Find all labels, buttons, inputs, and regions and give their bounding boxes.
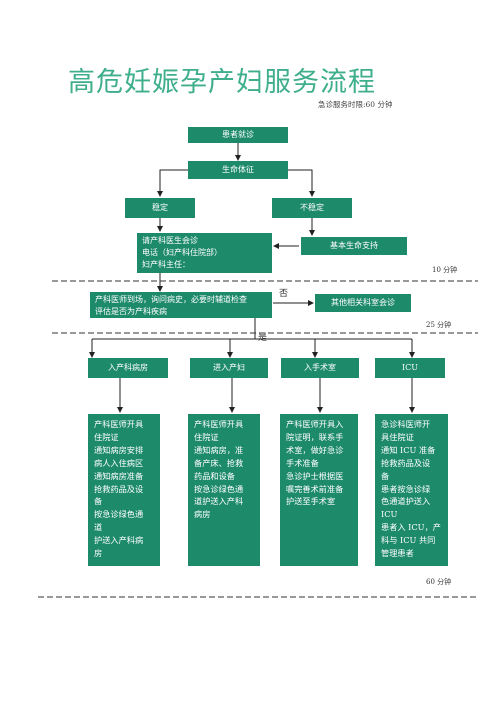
details-enter-delivery: 产科医师开具 住院证 通知病房，准 备产床、抢救 药品和设备 按急诊绿色通 道护…	[188, 414, 260, 566]
node-unstable: 不稳定	[272, 198, 352, 218]
branch-yes-label: 是	[258, 333, 268, 343]
service-time-limit: 急诊服务时限:60 分钟	[318, 100, 393, 109]
details-operating-room: 产科医师开具入 院证明，联系手 术室，做好急诊 手术准备 急诊护士根据医 嘱完善…	[280, 414, 358, 566]
node-obstetric-ward: 入产科病房	[88, 358, 168, 378]
branch-no-label: 否	[279, 289, 289, 299]
time-10min: 10 分钟	[432, 266, 458, 274]
node-patient-visit: 患者就诊	[188, 127, 288, 143]
node-enter-delivery: 进入产妇	[190, 358, 268, 378]
node-other-dept-consult: 其他相关科室会诊	[315, 294, 411, 312]
details-icu: 急诊科医师开 具住院证 通知 ICU 准备 抢救药品及设 备 患者按急诊绿 色通…	[375, 414, 448, 566]
node-icu: ICU	[375, 358, 445, 378]
time-60min: 60 分钟	[426, 578, 452, 586]
node-stable: 稳定	[125, 198, 195, 218]
node-vital-signs: 生命体征	[188, 161, 288, 179]
node-obstetric-assessment: 产科医师到场，询问病史，必要时辅道检查 评估是否为产科疾病	[90, 292, 272, 318]
time-25min: 25 分钟	[426, 321, 452, 329]
page-title: 高危妊娠孕产妇服务流程	[68, 67, 376, 98]
details-obstetric-ward: 产科医师开具 住院证 通知病房安排 病人入住病区 通知病房准备 抢救药品及设 备…	[88, 414, 160, 566]
arrow-vitals-stable	[157, 169, 188, 197]
node-operating-room: 入手术室	[281, 358, 359, 378]
node-basic-life-support: 基本生命支持	[301, 237, 407, 255]
arrow-vitals-unstable	[288, 169, 315, 197]
node-obstetric-consult: 请产科医生会诊 电话（妇产科住院部） 妇产科主任：	[137, 233, 272, 273]
